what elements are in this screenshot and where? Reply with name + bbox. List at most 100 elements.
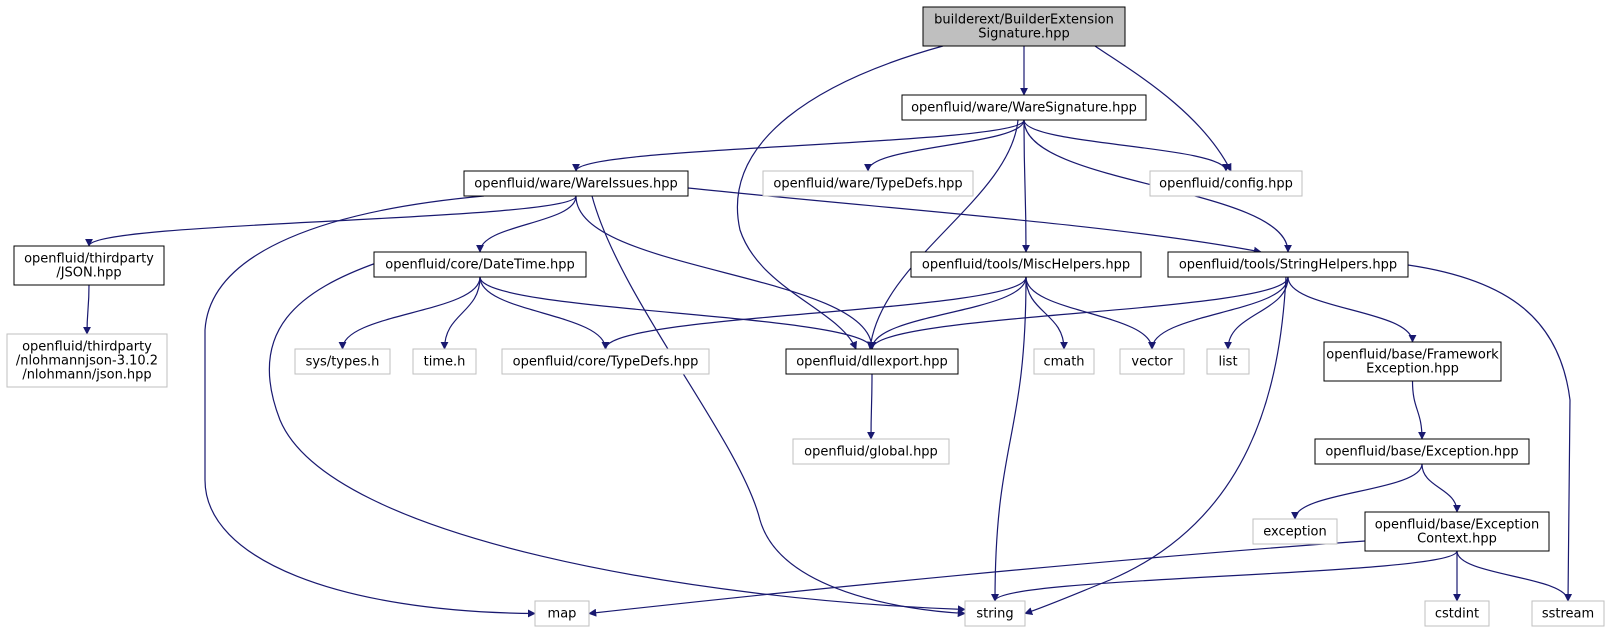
edge-datetime-to-dllexport <box>479 276 876 350</box>
node-box <box>6 333 168 388</box>
node-box <box>1033 348 1095 375</box>
node-label: openfluid/ware/WareIssues.hpp <box>474 177 677 192</box>
edge-wareissues-to-json <box>85 195 577 247</box>
node-box <box>463 170 689 197</box>
node-exception: exception <box>1252 518 1338 545</box>
node-datetime[interactable]: openfluid/core/DateTime.hpp <box>373 251 587 278</box>
node-dllexport[interactable]: openfluid/dllexport.hpp <box>785 348 959 375</box>
node-box <box>785 348 959 375</box>
edge-mischelpers-to-string <box>991 276 1027 602</box>
node-json[interactable]: openfluid/thirdparty/JSON.hpp <box>13 245 165 286</box>
node-box <box>1323 341 1502 382</box>
node-vector: vector <box>1119 348 1185 375</box>
node-label: Context.hpp <box>1417 532 1497 547</box>
edge-wareissues-to-dllexport <box>575 195 876 350</box>
node-label: list <box>1218 355 1237 370</box>
node-label: /JSON.hpp <box>56 266 121 281</box>
node-label: sstream <box>1542 607 1594 622</box>
node-nlohmann: openfluid/thirdparty/nlohmannjson-3.10.2… <box>6 333 168 388</box>
node-stringhelpers[interactable]: openfluid/tools/StringHelpers.hpp <box>1167 251 1409 278</box>
node-box <box>534 600 590 627</box>
node-waretypedefs: openfluid/ware/TypeDefs.hpp <box>762 170 974 197</box>
node-box <box>901 94 1147 121</box>
node-label: openfluid/ware/WareSignature.hpp <box>911 101 1137 116</box>
node-box <box>13 245 165 286</box>
edge-wareissues-to-map <box>204 195 536 618</box>
node-config: openfluid/config.hpp <box>1149 170 1303 197</box>
node-label: openfluid/core/TypeDefs.hpp <box>513 355 699 370</box>
node-sstream: sstream <box>1531 600 1605 627</box>
node-mischelpers[interactable]: openfluid/tools/MiscHelpers.hpp <box>910 251 1142 278</box>
edge-mischelpers-to-vector <box>1025 276 1156 350</box>
node-label: vector <box>1131 355 1173 370</box>
node-label: openfluid/base/Framework <box>1326 348 1499 363</box>
node-box <box>964 600 1026 627</box>
edge-exccontext-to-sstream <box>1456 550 1572 602</box>
edge-exceptionhpp-to-exccontext <box>1421 463 1461 513</box>
edge-waresig-to-dllexport <box>866 119 1019 350</box>
node-label: string <box>976 607 1013 622</box>
node-label: sys/types.h <box>306 355 380 370</box>
edge-stringhelpers-to-fwexception <box>1287 276 1417 343</box>
node-label: openfluid/tools/StringHelpers.hpp <box>1179 258 1397 273</box>
node-global: openfluid/global.hpp <box>792 438 950 465</box>
node-box <box>1314 438 1530 465</box>
node-box <box>1149 170 1303 197</box>
node-systypes: sys/types.h <box>294 348 391 375</box>
edge-datetime-to-timeh <box>440 276 481 350</box>
node-label: openfluid/thirdparty <box>22 340 152 355</box>
node-box <box>412 348 477 375</box>
node-label: openfluid/base/Exception.hpp <box>1325 445 1518 460</box>
edge-exccontext-to-map <box>588 540 1366 617</box>
node-box <box>792 438 950 465</box>
nodes-layer: builderext/BuilderExtensionSignature.hpp… <box>6 6 1605 627</box>
node-waresig[interactable]: openfluid/ware/WareSignature.hpp <box>901 94 1147 121</box>
edge-datetime-to-string <box>268 261 966 614</box>
node-label: /nlohmann/json.hpp <box>22 368 151 383</box>
node-box <box>1424 600 1490 627</box>
node-string: string <box>964 600 1026 627</box>
node-box <box>1119 348 1185 375</box>
edge-waresig-to-waretypedefs <box>864 119 1025 172</box>
edge-dllexport-to-global <box>867 373 876 440</box>
edge-mischelpers-to-dllexport <box>868 276 1027 350</box>
node-map: map <box>534 600 590 627</box>
node-coretypedefs: openfluid/core/TypeDefs.hpp <box>501 348 710 375</box>
node-wareissues[interactable]: openfluid/ware/WareIssues.hpp <box>463 170 689 197</box>
edge-fwexception-to-exceptionhpp <box>1411 380 1426 440</box>
edge-mischelpers-to-coretypedefs <box>601 276 1027 350</box>
node-label: openfluid/dllexport.hpp <box>796 355 948 370</box>
node-box <box>1364 511 1550 552</box>
node-timeh: time.h <box>412 348 477 375</box>
edge-datetime-to-systypes <box>338 276 481 350</box>
node-label: Signature.hpp <box>978 27 1070 42</box>
edge-datetime-to-coretypedefs <box>479 276 610 350</box>
edge-json-to-nlohmann <box>83 284 92 335</box>
node-cmath: cmath <box>1033 348 1095 375</box>
node-label: openfluid/config.hpp <box>1159 177 1293 192</box>
node-exceptionhpp[interactable]: openfluid/base/Exception.hpp <box>1314 438 1530 465</box>
node-label: map <box>548 607 577 622</box>
edge-stringhelpers-to-vector <box>1148 276 1289 350</box>
node-box <box>1167 251 1409 278</box>
edge-builder-to-config <box>1094 45 1232 172</box>
edge-mischelpers-to-cmath <box>1025 276 1068 350</box>
node-label: openfluid/global.hpp <box>804 445 938 460</box>
node-label: builderext/BuilderExtension <box>934 13 1114 28</box>
node-label: openfluid/tools/MiscHelpers.hpp <box>922 258 1130 273</box>
node-label: openfluid/core/DateTime.hpp <box>385 258 574 273</box>
node-box <box>1206 348 1250 375</box>
node-box <box>373 251 587 278</box>
node-label: openfluid/base/Exception <box>1375 518 1539 533</box>
node-label: cmath <box>1043 355 1084 370</box>
edge-wareissues-to-stringhelpers <box>687 187 1262 255</box>
node-label: cstdint <box>1435 607 1479 622</box>
node-label: openfluid/thirdparty <box>24 252 154 267</box>
edge-stringhelpers-to-string <box>1024 276 1287 615</box>
edges-layer <box>83 45 1573 618</box>
edge-stringhelpers-to-sstream <box>1407 264 1573 602</box>
